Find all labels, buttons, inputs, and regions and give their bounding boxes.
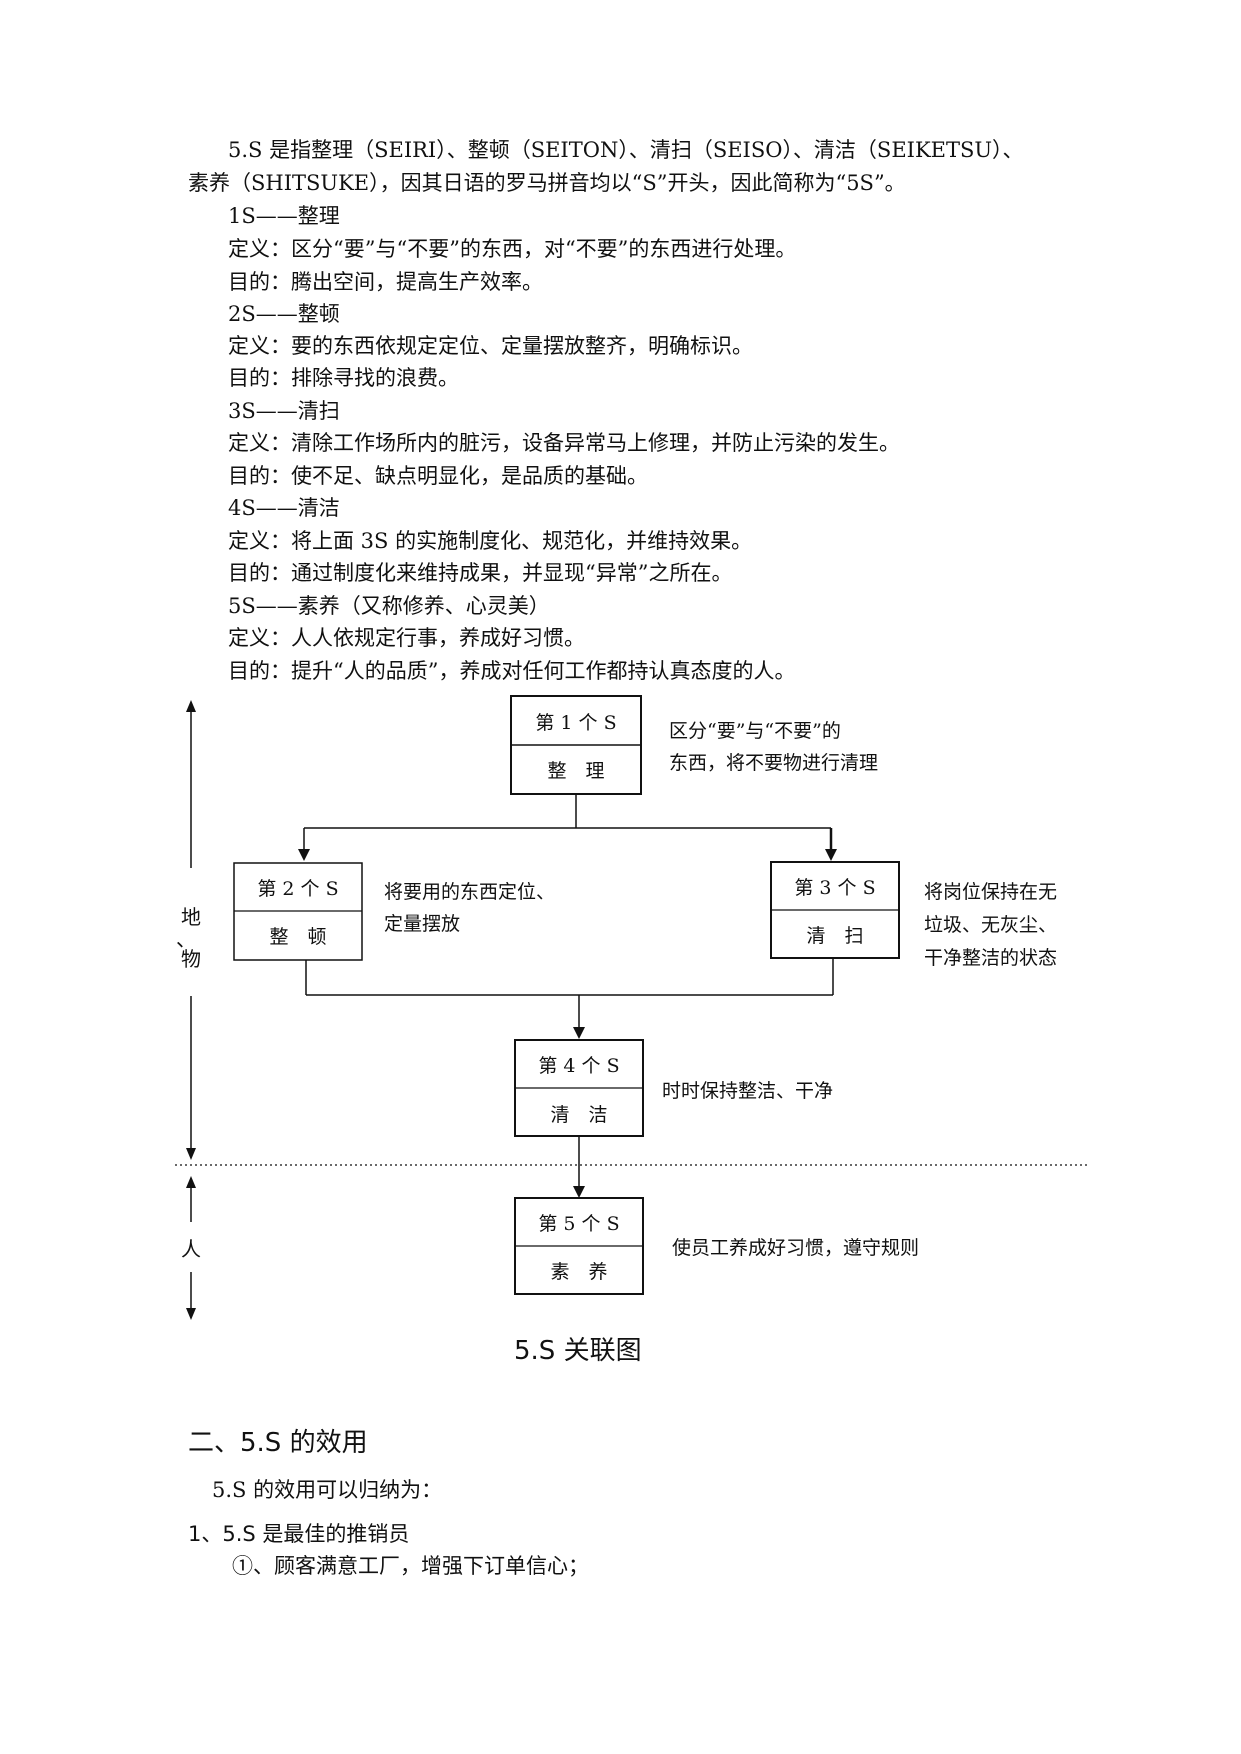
intro-line-2: 素养（SHITSUKE），因其日语的罗马拼音均以“S”开头，因此简称为“5S”。 bbox=[188, 171, 906, 195]
side-label-people: 人 bbox=[181, 1237, 201, 1261]
side-arrow-things bbox=[186, 700, 196, 1160]
node-4s-top: 第 4 个 S bbox=[538, 1055, 619, 1077]
svg-text:定量摆放: 定量摆放 bbox=[384, 913, 460, 935]
item-3s-definition: 定义：清除工作场所内的脏污，设备异常马上修理，并防止污染的发生。 bbox=[228, 431, 900, 455]
connector-1-to-2-3 bbox=[298, 794, 837, 861]
item-5s-purpose: 目的：提升“人的品质”，养成对任何工作都持认真态度的人。 bbox=[228, 659, 796, 683]
svg-text:东西，将不要物进行清理: 东西，将不要物进行清理 bbox=[669, 752, 878, 774]
node-5s: 第 5 个 S 素 养 bbox=[514, 1197, 644, 1295]
svg-text:将岗位保持在无: 将岗位保持在无 bbox=[924, 881, 1057, 903]
svg-text:区分“要”与“不要”的: 区分“要”与“不要”的 bbox=[669, 720, 841, 742]
node-5s-desc: 使员工养成好习惯，遵守规则 bbox=[672, 1237, 919, 1259]
node-2s-top: 第 2 个 S bbox=[257, 878, 338, 900]
svg-text:将要用的东西定位、: 将要用的东西定位、 bbox=[384, 881, 555, 903]
svg-text:垃圾、无灰尘、: 垃圾、无灰尘、 bbox=[924, 914, 1057, 936]
svg-text:、: 、 bbox=[176, 927, 196, 951]
item-1s-title: 1S——整理 bbox=[228, 204, 340, 228]
intro-line-1: 5.S 是指整理（SEIRI）、整顿（SEITON）、清扫（SEISO）、清洁（… bbox=[228, 138, 1024, 162]
node-3s-desc: 将岗位保持在无 垃圾、无灰尘、 干净整洁的状态 bbox=[924, 881, 1057, 969]
node-4s-desc: 时时保持整洁、干净 bbox=[662, 1080, 833, 1102]
svg-text:干净整洁的状态: 干净整洁的状态 bbox=[924, 947, 1057, 969]
item-1s-definition: 定义：区分“要”与“不要”的东西，对“不要”的东西进行处理。 bbox=[228, 237, 797, 261]
item-2s-title: 2S——整顿 bbox=[228, 302, 340, 326]
node-3s-top: 第 3 个 S bbox=[794, 877, 875, 899]
section-2-heading: 二、5.S 的效用 bbox=[188, 1428, 368, 1458]
node-1s: 第 1 个 S 整 理 bbox=[510, 695, 642, 795]
node-3s-bottom: 清 扫 bbox=[806, 925, 863, 947]
item-2s-purpose: 目的：排除寻找的浪费。 bbox=[228, 366, 459, 390]
section-2-item-1-point-1: ①、顾客满意工厂，增强下订单信心； bbox=[232, 1554, 589, 1578]
connector-4-to-5 bbox=[573, 1136, 585, 1198]
node-3s: 第 3 个 S 清 扫 bbox=[770, 861, 900, 959]
node-1s-desc: 区分“要”与“不要”的 东西，将不要物进行清理 bbox=[669, 720, 878, 774]
item-5s-definition: 定义：人人依规定行事，养成好习惯。 bbox=[228, 626, 585, 650]
item-4s-definition: 定义：将上面 3S 的实施制度化、规范化，并维持效果。 bbox=[228, 529, 753, 553]
connector-2-3-to-4 bbox=[305, 958, 834, 1039]
node-5s-top: 第 5 个 S bbox=[538, 1213, 619, 1235]
svg-text:地: 地 bbox=[181, 905, 201, 929]
item-1s-purpose: 目的：腾出空间，提高生产效率。 bbox=[228, 270, 543, 294]
item-4s-title: 4S——清洁 bbox=[228, 496, 340, 520]
node-1s-top: 第 1 个 S bbox=[535, 712, 616, 734]
section-2-intro: 5.S 的效用可以归纳为： bbox=[212, 1478, 443, 1502]
node-2s-bottom: 整 顿 bbox=[269, 926, 326, 948]
side-arrow-people bbox=[186, 1176, 196, 1320]
item-4s-purpose: 目的：通过制度化来维持成果，并显现“异常”之所在。 bbox=[228, 561, 733, 585]
node-5s-bottom: 素 养 bbox=[550, 1261, 607, 1283]
node-4s-bottom: 清 洁 bbox=[550, 1104, 607, 1126]
node-4s: 第 4 个 S 清 洁 bbox=[514, 1039, 644, 1137]
item-5s-title: 5S——素养（又称修养、心灵美） bbox=[228, 594, 550, 618]
side-label-things: 地 、 物 bbox=[176, 905, 201, 971]
item-3s-purpose: 目的：使不足、缺点明显化，是品质的基础。 bbox=[228, 464, 648, 488]
node-2s-desc: 将要用的东西定位、 定量摆放 bbox=[384, 881, 555, 935]
node-2s: 第 2 个 S 整 顿 bbox=[233, 862, 363, 961]
svg-text:物: 物 bbox=[181, 947, 201, 971]
item-3s-title: 3S——清扫 bbox=[228, 399, 340, 423]
node-1s-bottom: 整 理 bbox=[547, 760, 604, 782]
item-2s-definition: 定义：要的东西依规定定位、定量摆放整齐，明确标识。 bbox=[228, 334, 753, 358]
diagram-caption: 5.S 关联图 bbox=[514, 1336, 642, 1366]
section-2-item-1-title: 1、5.S 是最佳的推销员 bbox=[188, 1522, 410, 1546]
